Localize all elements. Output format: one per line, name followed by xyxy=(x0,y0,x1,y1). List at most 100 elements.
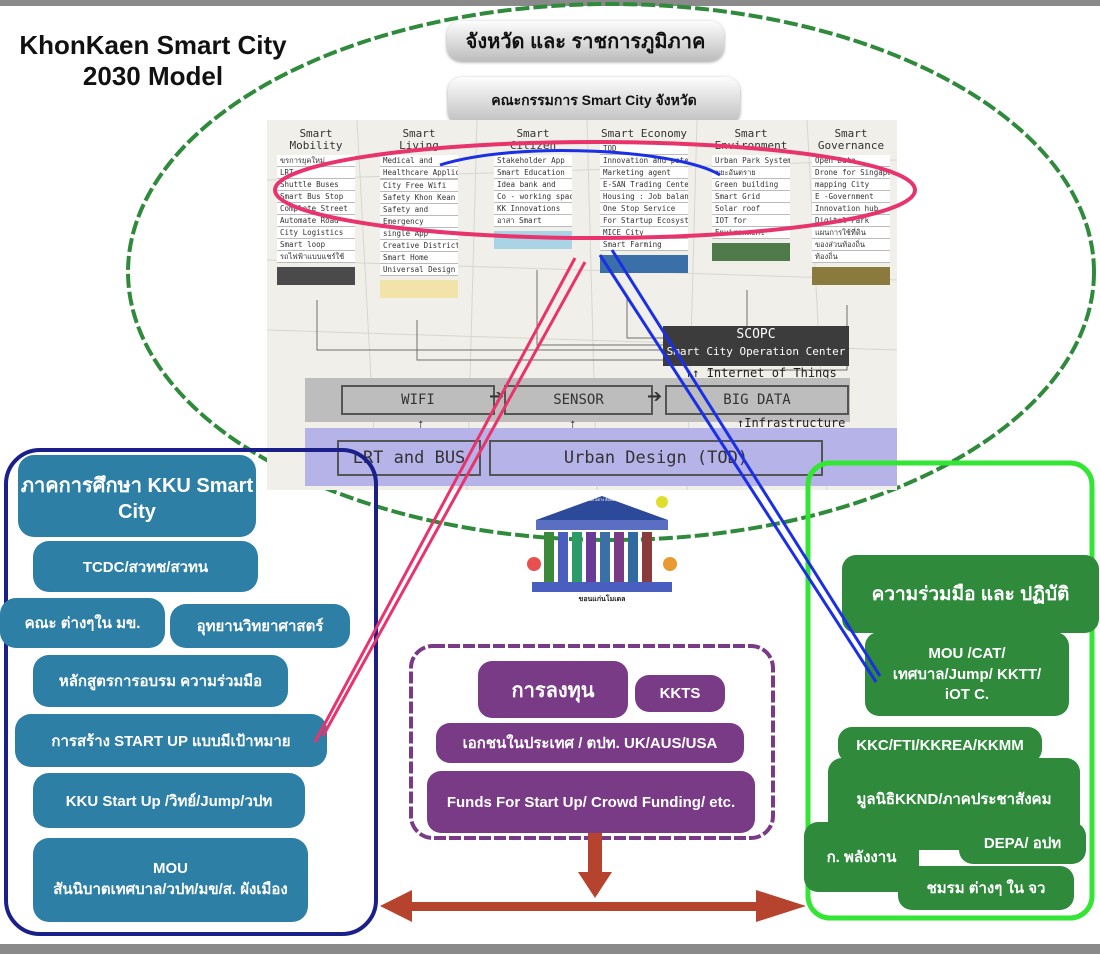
mou-right-box: MOU /CAT/ เทศบาล/Jump/ KKTT/ iOT C. xyxy=(865,632,1069,716)
title-line2: 2030 Model xyxy=(82,61,224,91)
column-item: City Free Wifi xyxy=(380,180,458,192)
column-item: LRT xyxy=(277,167,355,179)
scopc-box: SCOPC Smart City Operation Center xyxy=(663,326,849,366)
column-item: Smart Farming xyxy=(600,239,688,251)
column-color-swatch xyxy=(380,280,458,298)
startup-box: การสร้าง START UP แบบมีเป้าหมาย xyxy=(15,714,327,767)
blue-connector xyxy=(598,254,878,683)
outer-ellipse xyxy=(126,2,1096,542)
scopc-title: SCOPC xyxy=(736,327,776,342)
column-item: For Startup Ecosystem xyxy=(600,215,688,227)
column-item: Stakeholder App xyxy=(494,155,572,167)
mou-left-title: MOU xyxy=(153,859,188,877)
highlight-ellipse xyxy=(273,140,917,240)
diagram-title: KhonKaen Smart City 2030 Model xyxy=(8,30,298,92)
column-item: Housing : Job balance xyxy=(600,191,688,203)
clubs-box: ชมรม ต่างๆ ใน จว xyxy=(898,866,1074,910)
pink-connector xyxy=(321,261,587,737)
right-header: ความร่วมมือ และ ปฏิบัติ xyxy=(842,555,1099,633)
left-arrow-icon xyxy=(380,890,412,922)
infrastructure-text: Infrastructure xyxy=(744,416,846,430)
down-arrow-icon xyxy=(578,872,612,898)
column-item: Co - working space xyxy=(494,191,572,203)
infra-band xyxy=(305,428,897,486)
column-item: Smart Home xyxy=(380,252,458,264)
column-item: ขยะอันตราย xyxy=(712,167,790,179)
blue-connector xyxy=(439,149,721,177)
sensor-box: SENSOR xyxy=(504,385,653,415)
wifi-box: WIFI xyxy=(341,385,495,415)
kkts-box: KKTS xyxy=(635,675,725,712)
left-header: ภาคการศึกษา KKU Smart City xyxy=(18,455,256,537)
down-arrow-shaft xyxy=(588,833,602,875)
blue-connector xyxy=(610,249,882,677)
column-head: Smart Economy xyxy=(600,127,688,140)
column-smart-living: Smart Living Medical and Healthcare Appl… xyxy=(380,128,458,298)
column-head: Smart Mobility xyxy=(289,127,343,152)
column-item: Healthcare Application xyxy=(380,167,458,179)
column-item: Smart Grid xyxy=(712,191,790,203)
funds-box: Funds For Start Up/ Crowd Funding/ etc. xyxy=(427,771,755,833)
kkc-box: KKC/FTI/KKREA/KKMM xyxy=(838,727,1042,763)
science-park-box: อุทยานวิทยาศาสตร์ xyxy=(170,604,350,648)
right-arrow-icon: ➔ xyxy=(647,386,663,406)
up-arrow-icon: ↑ xyxy=(569,416,577,433)
depa-box: DEPA/ อปท xyxy=(959,822,1086,864)
column-item: Medical and xyxy=(380,155,458,167)
smart-city-map: Smart Mobility ขรการยุคใหม่ LRT Shuttle … xyxy=(267,120,897,490)
column-item: One Stop Service xyxy=(600,203,688,215)
column-item: IOT for xyxy=(712,215,790,227)
right-frame xyxy=(805,460,1095,921)
column-item: ของส่วนท้องถิ่น xyxy=(812,239,890,251)
column-item: City Logistics xyxy=(277,227,355,239)
column-item: E-SAN Trading Center xyxy=(600,179,688,191)
committee-pill: คณะกรรมการ Smart City จังหวัด xyxy=(448,77,740,125)
column-item: E -Government xyxy=(812,191,890,203)
tcdc-box: TCDC/สวทช/สวทน xyxy=(33,541,258,592)
column-item: Creative District xyxy=(380,240,458,252)
right-arrow-icon: ➔ xyxy=(489,386,505,406)
column-item: Innovation hub xyxy=(812,203,890,215)
pink-connector xyxy=(313,257,577,743)
column-item: Idea bank and xyxy=(494,179,572,191)
up-arrow-icon: ↑ xyxy=(417,416,425,433)
column-item: อาสา Smart xyxy=(494,215,572,227)
column-item xyxy=(380,179,458,180)
urban-design-box: Urban Design (TOD) xyxy=(489,440,823,476)
column-item: แผนการใช้ที่ดิน xyxy=(812,227,890,239)
column-item: ท้องถิ่น xyxy=(812,251,890,263)
column-item: Shuttle Buses xyxy=(277,179,355,191)
up-arrow-icon: ↑ xyxy=(737,416,745,430)
bottom-border xyxy=(0,944,1100,954)
column-item: Smart loop xyxy=(277,239,355,251)
column-item: KK Innovations xyxy=(494,203,572,215)
column-item: Universal Design xyxy=(380,264,458,276)
column-item: Safety Khon Kean xyxy=(380,192,458,204)
column-item: Green building xyxy=(712,179,790,191)
faculty-box: คณะ ต่างๆใน มข. xyxy=(0,598,165,648)
iot-text: Internet of Things xyxy=(706,366,837,380)
center-logo: การพัฒนาเมือง อย่าง ยั่งยืน มั่นคั่ง มั่… xyxy=(522,492,682,604)
logo-top-text: การพัฒนาเมือง อย่าง ยั่งยืน มั่นคั่ง มั่… xyxy=(567,497,637,502)
top-border xyxy=(0,0,1100,6)
temple-logo-icon xyxy=(527,496,677,592)
logo-subtitle: ขอนแก่นโมเดล xyxy=(578,596,626,603)
column-smart-citizen: Smart Citizen Stakeholder App Smart Educ… xyxy=(494,128,572,249)
column-item: Emergency xyxy=(380,216,458,228)
mou-left-body: สันนิบาตเทศบาล/วปท/มข/ส. ผังเมือง xyxy=(53,880,288,898)
lrt-box: LRT and BUS xyxy=(337,440,481,476)
double-arrow-shaft xyxy=(408,902,760,911)
scopc-subtitle: Smart City Operation Center xyxy=(666,345,846,358)
kku-startup-box: KKU Start Up /วิทย์/Jump/วปท xyxy=(33,773,305,828)
title-line1: KhonKaen Smart City xyxy=(19,30,287,60)
column-item: mapping City xyxy=(812,179,890,191)
column-item: Solar roof xyxy=(712,203,790,215)
column-smart-environment: Smart Environment Urban Park System ขยะอ… xyxy=(712,128,790,261)
column-item: Smart Education xyxy=(494,167,572,179)
column-smart-governance: Smart Governance Open Data Drone for Sin… xyxy=(812,128,890,285)
right-arrow-icon xyxy=(756,890,806,922)
column-color-swatch xyxy=(712,243,790,261)
infrastructure-label: ↑Infrastructure xyxy=(737,416,845,430)
